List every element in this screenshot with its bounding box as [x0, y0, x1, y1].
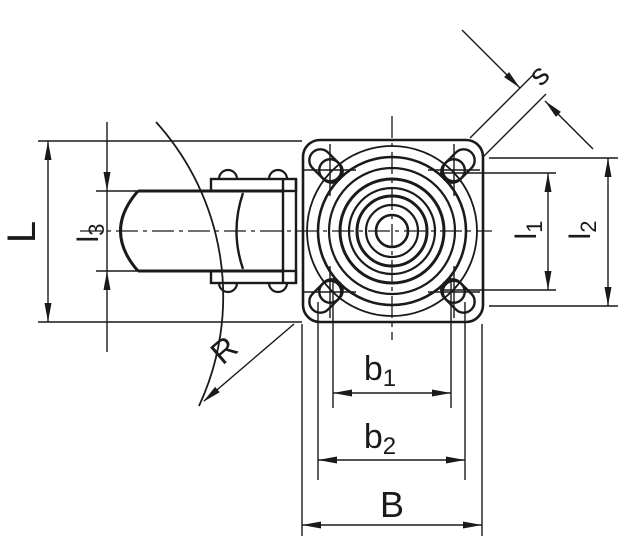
plate-slot-bottom-left	[304, 266, 356, 318]
dimension-label-l1: l1	[510, 221, 547, 240]
arrowhead	[463, 521, 482, 529]
slot-obround	[308, 278, 344, 314]
dimension-b1: b1	[332, 282, 452, 408]
arrowhead	[103, 271, 111, 290]
bearing-ring	[338, 177, 446, 285]
arrowhead	[44, 303, 52, 322]
dimension-label-l2: l2	[564, 221, 601, 240]
dimension-L: L	[0, 140, 302, 323]
rivet-lug-bottom-right	[267, 282, 289, 294]
arrowhead	[203, 386, 220, 402]
bearing-ring	[364, 203, 420, 259]
plate-slot-top-right	[428, 144, 480, 196]
dimension-label-b1: b1	[364, 350, 396, 392]
wheel-assembly	[119, 168, 298, 294]
arrowhead	[446, 456, 465, 464]
arrowhead	[604, 158, 612, 177]
bearing-ring	[316, 155, 468, 307]
rivet-lug-bottom-left	[217, 282, 239, 294]
rivet-lug-top-left	[217, 168, 239, 180]
dimension-label-B: B	[380, 484, 404, 525]
plate-slot-top-left	[304, 144, 356, 196]
swivel-envelope-arc	[155, 121, 225, 407]
plate-slot-bottom-right	[428, 266, 480, 318]
center-lines	[80, 116, 492, 340]
dimension-l2: l2	[489, 157, 618, 307]
bearing-ring	[347, 186, 437, 276]
dimension-b2: b2	[317, 302, 466, 480]
arrowhead	[318, 456, 337, 464]
dimension-line	[203, 323, 295, 402]
mounting-plate	[301, 138, 485, 324]
arrowhead	[604, 287, 612, 306]
dimension-label-b2: b2	[364, 418, 396, 460]
slot-obround	[440, 148, 476, 184]
arrowhead	[504, 72, 520, 88]
arrowhead	[103, 172, 111, 191]
dimension-label-L: L	[0, 221, 44, 243]
dimension-B: B	[301, 324, 483, 536]
slot-bolt-circle	[441, 158, 466, 183]
dimension-label-l3: l3	[72, 224, 109, 243]
dimension-R: R	[203, 323, 295, 402]
arrowhead	[44, 141, 52, 160]
wheel-crown-edge	[119, 190, 140, 272]
arrowhead	[544, 271, 552, 290]
slot-bolt-circle	[441, 279, 466, 304]
arrowhead	[432, 389, 451, 397]
dimension-s: s	[461, 29, 594, 158]
bearing-ring	[355, 194, 429, 268]
slot-bolt-circle	[318, 279, 343, 304]
thickness-face-line	[469, 74, 534, 139]
dimension-label-s: s	[522, 58, 556, 92]
dimension-label-R: R	[203, 329, 244, 371]
arrowhead	[302, 521, 321, 529]
center-bolt-hole	[374, 213, 410, 249]
thickness-face-line	[482, 93, 547, 158]
slot-bolt-circle	[318, 158, 343, 183]
arrowhead	[333, 389, 352, 397]
bearing-ring	[327, 166, 457, 296]
wheel-inner-crown-arc	[235, 192, 245, 270]
swivel-bearing-rings	[306, 145, 478, 317]
dimension-l3: l3	[72, 122, 150, 352]
dimension-l1: l1	[440, 172, 556, 291]
rivet-lug-top-right	[267, 168, 289, 180]
arrowhead	[544, 173, 552, 192]
bearing-ring	[306, 145, 478, 317]
arrowhead	[545, 101, 561, 117]
